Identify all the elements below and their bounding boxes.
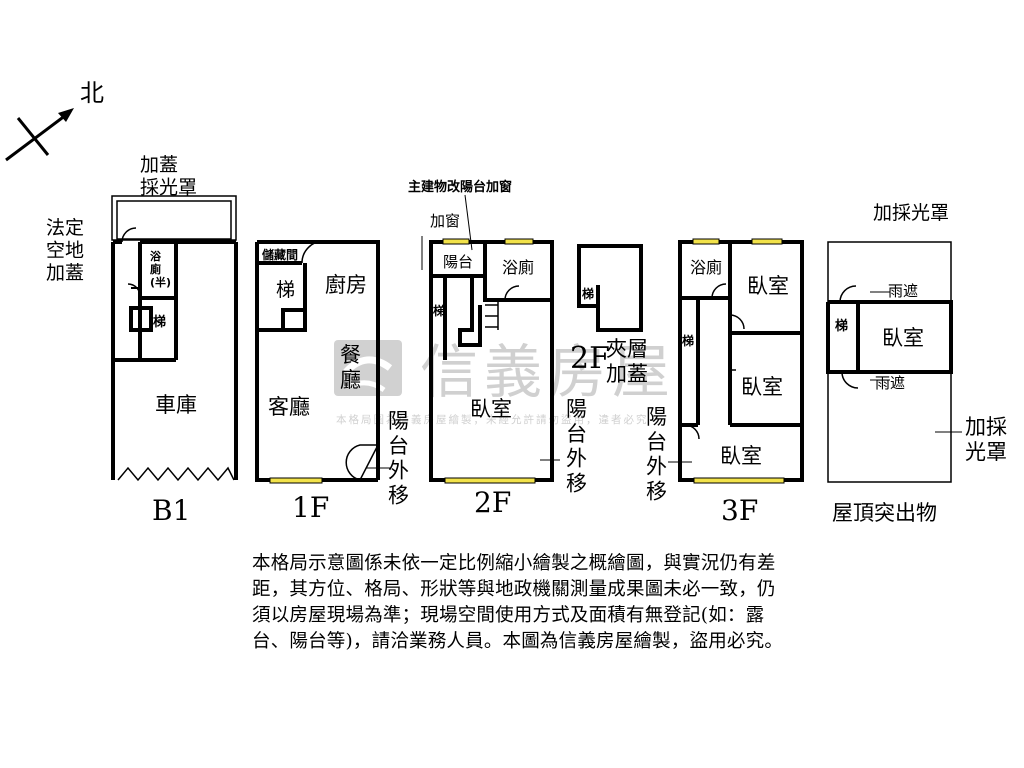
- 2f-balcony-out: 陽台外移: [566, 397, 587, 495]
- plan-2f-mezzanine: 梯 2F 夾層加蓋: [570, 244, 648, 386]
- plan-2f: 主建物改陽台加窗 加窗 陽台 浴廁 梯 臥室 陽台外移 2F: [408, 179, 587, 519]
- 2f-add-window: 加窗: [430, 212, 460, 230]
- plan-1f: 儲藏間 梯 廚房 餐廳 客廳 陽台外移 1F: [255, 240, 409, 524]
- window: [693, 477, 785, 484]
- 3f-bedroom-1: 臥室: [747, 274, 789, 298]
- 2f-floor-label: 2F: [474, 486, 511, 519]
- b1-garage: 車庫: [155, 393, 197, 417]
- mezz-stairs: 梯: [582, 286, 594, 301]
- 1f-stairs: 梯: [276, 279, 295, 301]
- b1-floor-label: B1: [152, 494, 190, 527]
- plan-3f: 浴廁 臥室 梯 臥室 臥室 陽台外移 3F: [646, 238, 804, 527]
- b1-legal-space: 法定空地加蓋: [46, 217, 84, 284]
- roof-skylight-top: 加採光罩: [873, 202, 949, 224]
- roof-bedroom: 臥室: [882, 326, 924, 350]
- 3f-bedroom-3: 臥室: [720, 444, 762, 468]
- watermark-brand: 信義房屋: [420, 338, 676, 406]
- watermark-logo: [334, 340, 402, 396]
- 1f-kitchen: 廚房: [325, 273, 367, 297]
- window: [751, 238, 783, 245]
- 1f-dining: 餐廳: [340, 343, 361, 392]
- 2f-main-to-window: 主建物改陽台加窗: [408, 179, 512, 195]
- watermark: 信義房屋 本格局圖為信義房屋繪製，未經允許請勿盜用，違者必究: [334, 338, 676, 426]
- 1f-floor-label: 1F: [292, 491, 329, 524]
- roof-canopy-1: 雨遮: [888, 282, 918, 300]
- 1f-storage: 儲藏間: [262, 247, 298, 262]
- compass-north-label: 北: [80, 79, 104, 107]
- 1f-balcony-out: 陽台外移: [388, 409, 409, 507]
- 2f-stairs: 梯: [433, 303, 445, 318]
- window: [442, 238, 470, 245]
- 3f-floor-label: 3F: [721, 494, 758, 527]
- window: [692, 238, 720, 245]
- 2f-bath: 浴廁: [502, 258, 534, 277]
- roof-stairs: 梯: [835, 318, 848, 334]
- 3f-balcony-out: 陽台外移: [646, 405, 667, 503]
- 1f-living: 客廳: [268, 395, 310, 419]
- 3f-bath: 浴廁: [690, 258, 722, 277]
- window: [269, 477, 323, 484]
- plan-roof: 加採光罩 雨遮 梯 臥室 雨遮 加採光罩 屋頂突出物: [826, 202, 1007, 525]
- compass: 北: [5, 79, 104, 162]
- mezz-addon: 夾層加蓋: [606, 337, 648, 386]
- roof-skylight-right: 加採光罩: [965, 415, 1007, 464]
- window: [444, 477, 536, 484]
- mezz-title: 2F: [570, 341, 610, 376]
- 2f-balcony: 陽台: [443, 253, 473, 271]
- 3f-stairs: 梯: [682, 333, 694, 348]
- disclaimer-notice: 本格局示意圖係未依一定比例縮小繪製之概繪圖，與實況仍有差距，其方位、格局、形狀等…: [252, 553, 784, 652]
- roof-floor-label: 屋頂突出物: [832, 501, 937, 525]
- plan-b1: 加蓋採光罩 法定空地加蓋 浴廁(半) 梯 車庫 B1: [46, 154, 238, 527]
- roof-canopy-2: 雨遮: [875, 374, 905, 392]
- b1-addon-skylight: 加蓋採光罩: [140, 154, 197, 198]
- 3f-bedroom-2: 臥室: [741, 375, 783, 399]
- watermark-subtitle: 本格局圖為信義房屋繪製，未經允許請勿盜用，違者必究: [336, 413, 649, 426]
- window: [504, 238, 534, 245]
- 2f-bedroom: 臥室: [470, 397, 512, 421]
- b1-stairs: 梯: [153, 314, 166, 330]
- b1-bath-half: 浴廁(半): [150, 249, 171, 289]
